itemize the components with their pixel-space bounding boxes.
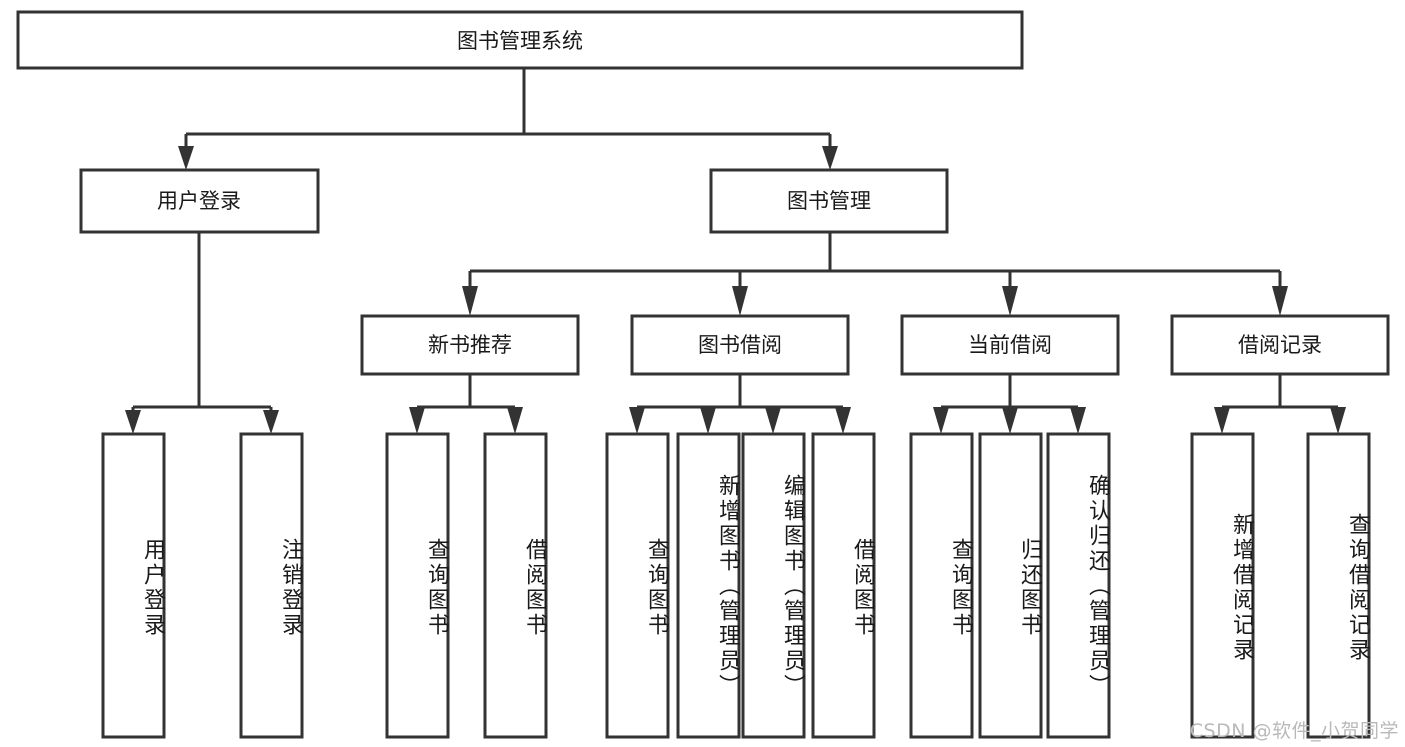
- arrow-userlogin-leaf-1: [125, 410, 141, 434]
- arrow-current-leaf-3: [1070, 407, 1086, 434]
- arrow-bookmanage-to-record: [1272, 286, 1288, 316]
- arrow-newbook-leaf-1: [409, 407, 425, 434]
- arrow-borrow-leaf-2: [700, 407, 716, 434]
- arrow-borrow-leaf-3: [765, 407, 781, 434]
- node-root-box[interactable]: [16, 10, 1024, 70]
- node-book-borrow-label: 图书借阅: [698, 333, 782, 357]
- leaf-box-current-borrow-3[interactable]: [1046, 432, 1111, 739]
- arrow-bookmanage-to-newbook: [462, 286, 478, 316]
- node-user-login-box[interactable]: [79, 168, 320, 234]
- arrow-record-leaf-1: [1214, 407, 1230, 434]
- node-user-login-label: 用户登录: [157, 189, 241, 213]
- node-current-borrow-label: 当前借阅: [968, 333, 1052, 357]
- arrow-newbook-leaf-2: [507, 407, 523, 434]
- node-new-book-recommend-label: 新书推荐: [428, 333, 512, 357]
- arrow-record-leaf-2: [1330, 407, 1346, 434]
- node-new-book-recommend-box[interactable]: [360, 314, 580, 376]
- arrow-root-to-book-manage: [822, 146, 838, 170]
- leaf-box-new-book-1[interactable]: [385, 432, 450, 739]
- node-book-borrow-box[interactable]: [630, 314, 850, 376]
- node-current-borrow-box[interactable]: [900, 314, 1120, 376]
- arrow-bookmanage-to-current: [1002, 286, 1018, 316]
- arrow-borrow-leaf-1: [629, 407, 645, 434]
- leaf-box-current-borrow-2[interactable]: [978, 432, 1043, 739]
- node-book-manage-label: 图书管理: [787, 189, 871, 213]
- node-borrow-record-box[interactable]: [1170, 314, 1390, 376]
- nodes-layer: 图书管理系统 用户登录 图书管理 新书推荐 图书借阅 当前借阅 借阅记录: [16, 10, 1390, 739]
- leaf-box-book-borrow-1[interactable]: [605, 432, 670, 739]
- node-borrow-record-label: 借阅记录: [1238, 333, 1322, 357]
- arrow-userlogin-leaf-2: [263, 410, 279, 434]
- leaf-box-book-borrow-2[interactable]: [676, 432, 741, 739]
- csdn-watermark: CSDN @软件_小贺同学: [1189, 720, 1399, 742]
- node-book-manage-box[interactable]: [709, 168, 949, 234]
- node-root-label: 图书管理系统: [457, 29, 583, 53]
- arrow-borrow-leaf-4: [835, 407, 851, 434]
- leaf-box-user-login-1[interactable]: [101, 432, 166, 739]
- arrow-bookmanage-to-borrow: [732, 286, 748, 316]
- leaf-box-user-login-2[interactable]: [239, 432, 304, 739]
- leaf-box-current-borrow-1[interactable]: [909, 432, 974, 739]
- arrow-root-to-user-login: [178, 146, 194, 170]
- arrow-current-leaf-1: [933, 407, 949, 434]
- arrow-current-leaf-2: [1002, 407, 1018, 434]
- connectors-layer: [125, 68, 1346, 434]
- leaf-box-book-borrow-4[interactable]: [811, 432, 876, 739]
- leaf-box-borrow-record-1[interactable]: [1190, 432, 1255, 739]
- leaf-box-book-borrow-3[interactable]: [741, 432, 806, 739]
- leaf-box-borrow-record-2[interactable]: [1306, 432, 1371, 739]
- leaf-box-new-book-2[interactable]: [483, 432, 548, 739]
